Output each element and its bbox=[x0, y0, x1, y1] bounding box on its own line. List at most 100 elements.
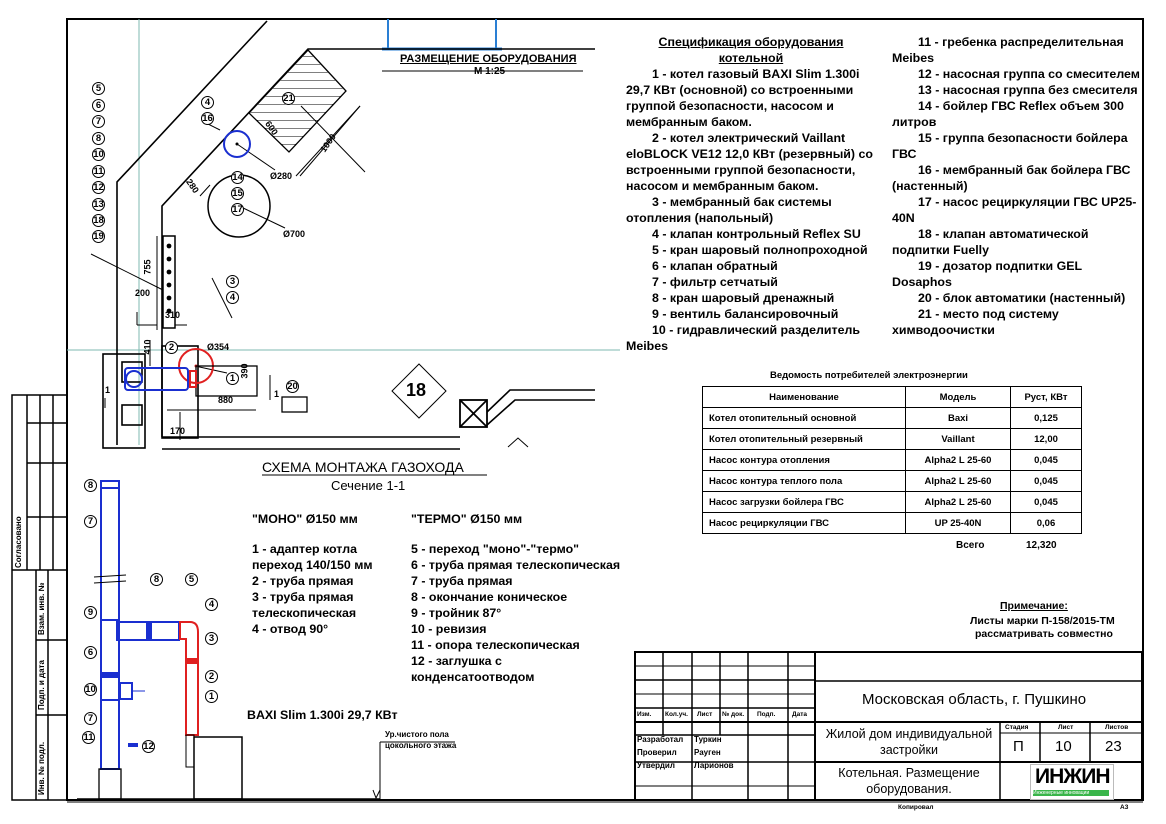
spec-item: 1 - котел газовый BAXI Slim 1.300i 29,7 … bbox=[626, 67, 860, 129]
dimension-label: 390 bbox=[239, 363, 250, 379]
callout-marker: 9 bbox=[84, 606, 97, 619]
name-checker: Рауген bbox=[694, 748, 721, 757]
side-stamp bbox=[11, 394, 68, 801]
total-value: 12,320 bbox=[1026, 540, 1057, 551]
floor-label-2: цокольного этажа bbox=[385, 741, 457, 750]
sheet-title: Котельная. Размещение оборудования. bbox=[838, 766, 980, 796]
logo-text: ИНЖИН bbox=[1035, 765, 1110, 788]
spec-item: 3 - мембранный бак системы отопления (на… bbox=[626, 195, 832, 225]
cell-name: Насос рециркуляции ГВС bbox=[702, 512, 906, 534]
callout-marker: 4 bbox=[226, 291, 239, 304]
note-title: Примечание: bbox=[1000, 600, 1068, 612]
role-developer: Разработал bbox=[637, 735, 684, 744]
termo-item: 5 - переход "моно"-"термо" bbox=[411, 542, 580, 556]
dimension-label: 1 bbox=[105, 385, 111, 395]
callout-marker: 7 bbox=[84, 712, 97, 725]
name-approver: Ларионов bbox=[694, 761, 734, 770]
spec-item: 14 - бойлер ГВС Reflex объем 300 литров bbox=[892, 99, 1124, 129]
callout-marker: 4 bbox=[201, 96, 214, 109]
spec-item: 9 - вентиль балансировочный bbox=[652, 307, 839, 321]
flue-title: СХЕМА МОНТАЖА ГАЗОХОДА bbox=[262, 459, 464, 475]
format-label: А3 bbox=[1120, 804, 1129, 811]
termo-item: 10 - ревизия bbox=[411, 622, 487, 636]
room-number: 18 bbox=[406, 380, 427, 400]
stage-value: П bbox=[1013, 738, 1024, 755]
spec-item: 6 - клапан обратный bbox=[652, 259, 778, 273]
callout-marker: 20 bbox=[286, 380, 299, 393]
logo-subtitle: Инженерные инновации bbox=[1033, 790, 1109, 796]
spec-item: 10 - гидравлический разделитель Meibes bbox=[626, 323, 860, 353]
spec-item: 18 - клапан автоматической подпитки Fuel… bbox=[892, 227, 1089, 257]
inv-replace-label: Взам. инв. № bbox=[37, 582, 46, 636]
dimension-label: 200 bbox=[135, 288, 151, 298]
spec-item: 13 - насосная группа без смесителя bbox=[918, 83, 1138, 97]
callout-marker: 6 bbox=[84, 646, 97, 659]
cell-power: 12,00 bbox=[1010, 428, 1082, 450]
spec-item: 17 - насос рециркуляции ГВС UP25-40N bbox=[892, 195, 1137, 225]
manifold-11-plan bbox=[162, 235, 176, 329]
sheet-value: 10 bbox=[1055, 738, 1072, 755]
cell-power: 0,125 bbox=[1010, 407, 1082, 429]
callout-marker: 13 bbox=[92, 198, 105, 211]
boiler-label: BAXI Slim 1.300i 29,7 КВт bbox=[247, 708, 398, 722]
callout-marker: 21 bbox=[282, 92, 295, 105]
spec-item: 7 - фильтр сетчатый bbox=[652, 275, 778, 289]
sheet-label: Лист bbox=[1058, 724, 1074, 731]
callout-marker: 18 bbox=[92, 214, 105, 227]
power-table: Наименование Модель Руст, КВт Котел отоп… bbox=[702, 386, 1082, 534]
rev-header: Изм. bbox=[637, 711, 652, 718]
spec-item: 8 - кран шаровый дренажный bbox=[652, 291, 835, 305]
cell-power: 0,045 bbox=[1010, 470, 1082, 492]
header-name: Наименование bbox=[702, 386, 906, 408]
window bbox=[382, 19, 502, 51]
termo-item: 8 - окончание коническое bbox=[411, 590, 568, 604]
spec-item: 19 - дозатор подпитки GEL Dosaphos bbox=[892, 259, 1082, 289]
callout-marker: 5 bbox=[185, 573, 198, 586]
callout-marker: 16 bbox=[201, 112, 214, 125]
flue-section: Сечение 1-1 bbox=[331, 478, 406, 493]
location: Московская область, г. Пушкино bbox=[862, 691, 1087, 708]
company-logo: ИНЖИН Инженерные инновации bbox=[1030, 764, 1114, 800]
rev-header: Дата bbox=[792, 711, 808, 718]
callout-marker: 7 bbox=[92, 115, 105, 128]
sheets-value: 23 bbox=[1105, 738, 1122, 755]
cell-name: Котел отопительный основной bbox=[702, 407, 906, 429]
callout-marker: 19 bbox=[92, 230, 105, 243]
rev-header: Лист bbox=[697, 711, 713, 718]
callout-marker: 11 bbox=[92, 165, 105, 178]
termo-item: 6 - труба прямая телескопическая bbox=[411, 558, 621, 572]
mono-item: 4 - отвод 90° bbox=[252, 622, 329, 636]
dimension-label: 880 bbox=[218, 395, 234, 405]
callout-marker: 4 bbox=[205, 598, 218, 611]
header-model: Модель bbox=[905, 386, 1011, 408]
termo-item: 7 - труба прямая bbox=[411, 574, 513, 588]
flue-section-drawing bbox=[77, 474, 487, 800]
spec-item: 16 - мембранный бак бойлера ГВС (настенн… bbox=[892, 163, 1131, 193]
termo-item: 11 - опора телескопическая bbox=[411, 638, 580, 652]
plan-title: РАЗМЕЩЕНИЕ ОБОРУДОВАНИЯ bbox=[400, 53, 577, 65]
dimension-label: 755 bbox=[142, 259, 153, 275]
rev-header: № док. bbox=[722, 711, 745, 718]
spec-item: 12 - насосная группа со смесителем bbox=[918, 67, 1140, 81]
spec-item: 2 - котел электрический Vaillant eloBLOC… bbox=[626, 131, 873, 193]
callout-marker: 17 bbox=[231, 203, 244, 216]
power-table-title: Ведомость потребителей электроэнергии bbox=[770, 370, 968, 381]
callout-marker: 14 bbox=[231, 171, 244, 184]
callout-marker: 12 bbox=[142, 740, 155, 753]
termo-header: "ТЕРМО" Ø150 мм bbox=[411, 512, 523, 526]
termo-item: 12 - заглушка с bbox=[411, 654, 502, 668]
rev-header: Подп. bbox=[757, 711, 776, 718]
role-checker: Проверил bbox=[637, 748, 677, 757]
callout-marker: 8 bbox=[92, 132, 105, 145]
cell-model: Baxi bbox=[905, 407, 1011, 429]
floor-label-1: Ур.чистого пола bbox=[385, 730, 449, 739]
callout-marker: 10 bbox=[84, 683, 97, 696]
spec-left: Спецификация оборудования котельной 1 - … bbox=[626, 34, 876, 354]
spec-item: 20 - блок автоматики (настенный) bbox=[918, 291, 1126, 305]
section-mark bbox=[507, 437, 529, 448]
callout-marker: 3 bbox=[226, 275, 239, 288]
name-developer: Туркин bbox=[694, 735, 722, 744]
dimension-label: 310 bbox=[165, 310, 181, 320]
